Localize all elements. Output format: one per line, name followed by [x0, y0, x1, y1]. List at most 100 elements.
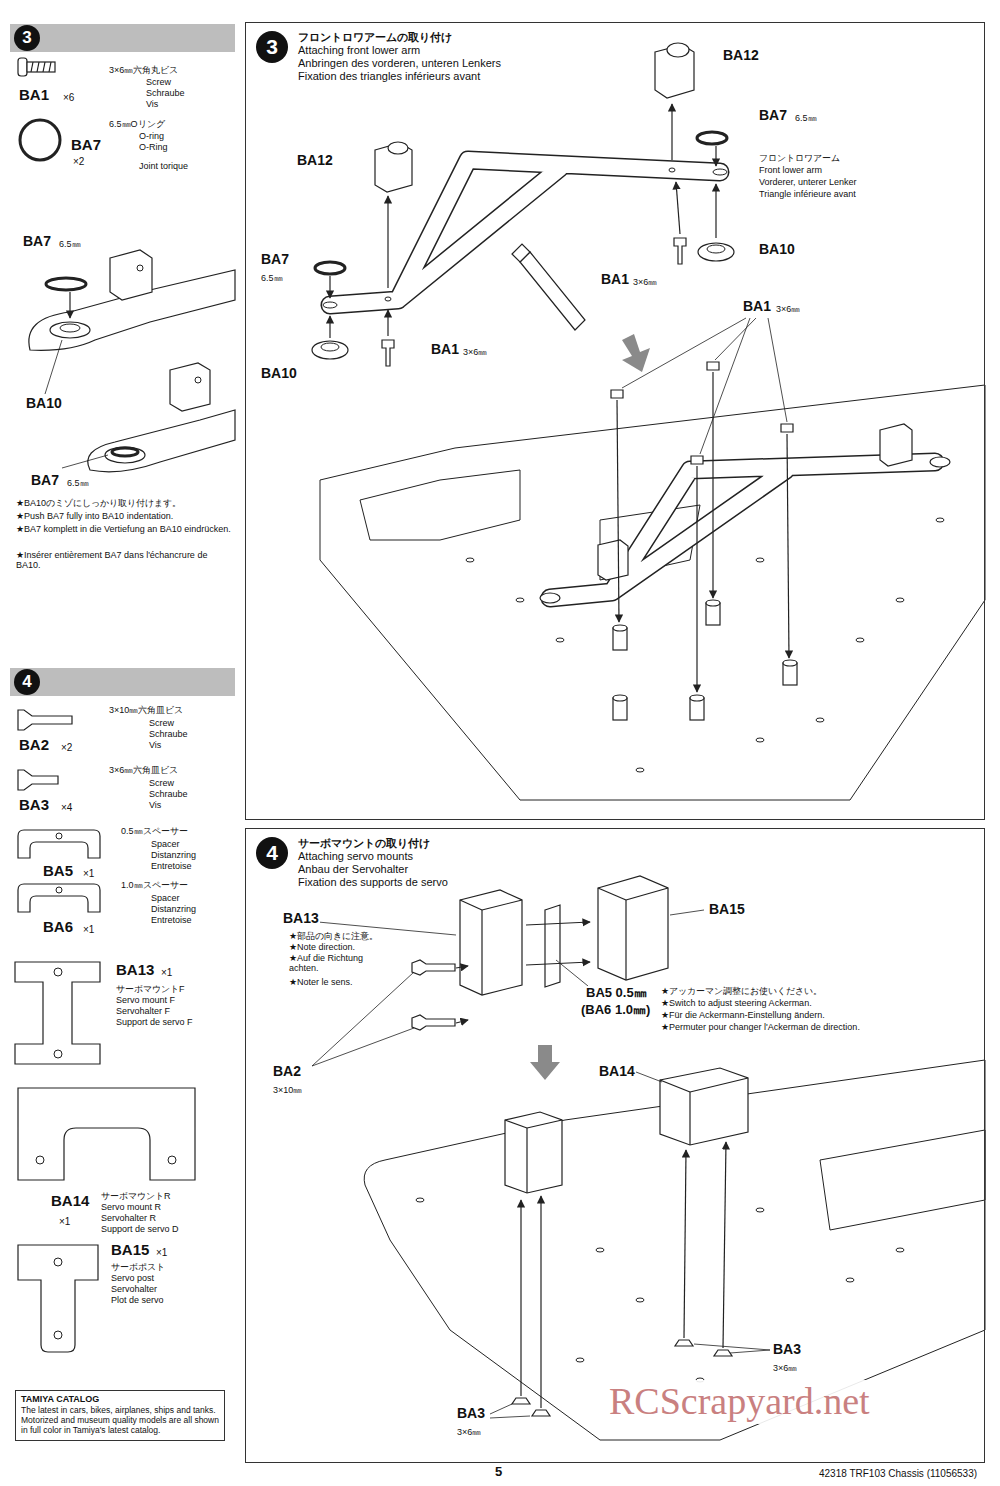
part-name: 0.5㎜スペーサー	[120, 826, 189, 836]
note: ★Für die Ackermann-Einstellung ändern.	[660, 1010, 826, 1020]
part-name: Triangle inférieure avant	[758, 189, 857, 199]
arm-exploded	[697, 132, 727, 144]
part-code: BA7	[30, 472, 60, 488]
detail-drawing	[69, 292, 70, 318]
part-code: (BA6 1.0㎜)	[580, 1003, 651, 1018]
chassis-plate	[505, 1112, 562, 1193]
part-code: BA10	[25, 395, 63, 411]
servo-mount-exploded	[481, 910, 482, 995]
note: ★Push BA7 fully into BA10 indentation.	[15, 511, 174, 521]
page-number: 5	[494, 1465, 503, 1480]
arm-assembled	[707, 362, 719, 370]
arm-exploded	[375, 143, 412, 192]
arm-assembled	[715, 318, 756, 360]
step-panel: サーボマウントの取り付けAttaching servo mountsAnbau …	[245, 828, 985, 1463]
step-number: 3	[14, 25, 40, 51]
part-name: Servo post	[110, 1273, 155, 1283]
part-name: Screw	[148, 718, 175, 728]
detail-drawing	[105, 447, 145, 463]
chassis-plate	[532, 1410, 550, 1416]
part-code: BA6	[42, 918, 74, 935]
part-code: BA5 0.5㎜	[585, 986, 648, 1001]
servo-mount-exploded	[530, 1045, 560, 1080]
part-name: Screw	[148, 778, 175, 788]
part-code: BA7	[758, 107, 788, 123]
part-code: BA10	[260, 365, 298, 381]
arm-exploded	[512, 244, 530, 262]
chassis-plate	[816, 718, 824, 722]
part-name: Entretoise	[150, 915, 193, 925]
quantity: ×1	[160, 967, 173, 979]
watermark: RCScrapyard.net	[608, 1380, 871, 1424]
part-outline	[18, 1245, 98, 1352]
size: 3×10㎜	[272, 1085, 303, 1095]
chassis-plate	[613, 695, 627, 701]
part-name: Distanzring	[150, 904, 197, 914]
arm-exploded	[329, 276, 330, 298]
detail-drawing	[195, 377, 201, 383]
part-name: Servo mount F	[115, 995, 176, 1005]
servo-mount-exploded	[456, 1020, 468, 1023]
part-code: BA1	[430, 341, 460, 357]
part-code: BA13	[115, 961, 155, 978]
screw-icon	[37, 62, 39, 72]
servo-mount-exploded	[545, 905, 560, 987]
detail-drawing	[112, 448, 138, 456]
spacer-icon	[18, 884, 100, 912]
arm-assembled	[550, 462, 935, 598]
chassis-plate	[675, 1340, 693, 1346]
quantity: ×1	[58, 1216, 71, 1228]
detail-drawing	[60, 324, 80, 332]
part-code: BA13	[282, 910, 320, 926]
chassis-plate	[730, 1350, 770, 1353]
part-name: Support de servo F	[115, 1017, 194, 1027]
part-name: Front lower arm	[758, 165, 823, 175]
servo-mount-exploded	[312, 1028, 414, 1066]
chassis-plate	[320, 385, 985, 800]
part-name: Schraube	[148, 729, 189, 739]
detail-drawing	[29, 250, 235, 472]
detail-drawing	[137, 265, 143, 271]
part-name: Screw	[145, 77, 172, 87]
chassis-plate	[416, 1198, 424, 1202]
chassis-plate	[714, 1350, 732, 1356]
part-code: BA2	[272, 1063, 302, 1079]
part-outline	[168, 1156, 176, 1164]
arm-exploded	[622, 334, 650, 372]
chassis-plate	[505, 1120, 527, 1128]
body-text: The latest in cars, bikes, airplanes, sh…	[21, 1405, 219, 1436]
step-number: 4	[256, 837, 288, 869]
part-name: サーボポスト	[110, 1262, 166, 1272]
part-name: Plot de servo	[110, 1295, 165, 1305]
size: 3×6㎜	[632, 277, 658, 287]
arm-exploded	[669, 168, 675, 172]
detail-drawing	[110, 250, 152, 300]
arm-exploded	[715, 146, 716, 166]
quantity: ×4	[60, 802, 73, 814]
arm-exploded	[676, 182, 680, 234]
detail-drawing	[170, 363, 210, 411]
part-code: BA15	[110, 1241, 150, 1258]
part-outline	[54, 1258, 62, 1266]
arm-exploded	[715, 184, 716, 238]
servo-mount-exploded	[626, 888, 668, 900]
part-name: O-ring	[138, 131, 165, 141]
part-name: Entretoise	[150, 861, 193, 871]
arm-assembled	[781, 424, 793, 432]
chassis-plate	[723, 1142, 726, 1348]
chassis-plate	[896, 598, 904, 602]
note: ★BA7 komplett in die Vertiefung an BA10 …	[15, 524, 232, 534]
arm-exploded	[315, 262, 345, 274]
detail-drawing	[45, 340, 62, 394]
spacer-icon	[18, 830, 100, 858]
screw-icon	[18, 770, 58, 790]
arm-exploded	[671, 104, 672, 160]
servo-mount-exploded	[312, 876, 704, 1080]
part-code: BA12	[722, 47, 760, 63]
body-text: Fixation des supports de servo	[298, 876, 984, 889]
chassis-plate	[466, 558, 474, 562]
arm-assembled	[622, 318, 746, 388]
body-text: Anbau der Servohalter	[298, 863, 984, 876]
part-name: Spacer	[150, 839, 181, 849]
body-text: Attaching front lower arm	[298, 44, 984, 57]
